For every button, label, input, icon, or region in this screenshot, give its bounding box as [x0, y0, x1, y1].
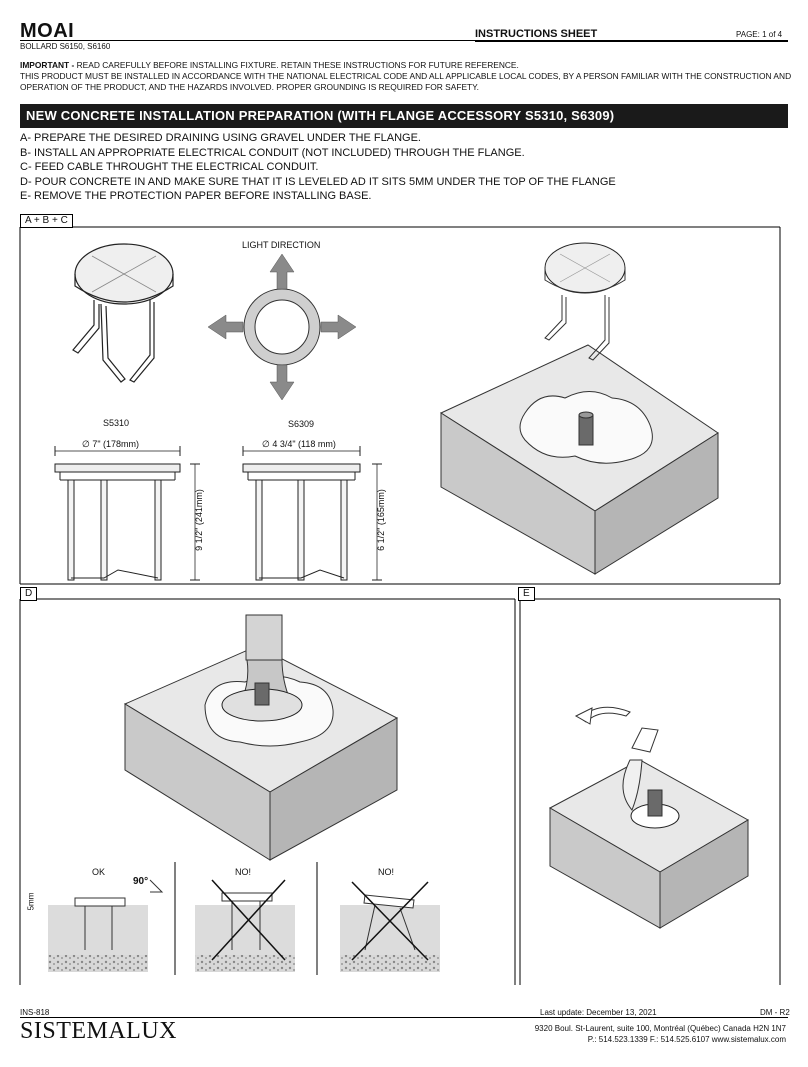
- s6309-height: 6 1/2" (165mm): [375, 489, 386, 551]
- steps-list: A- PREPARE THE DESIRED DRAINING USING GR…: [20, 131, 616, 204]
- leveling-examples: [48, 862, 440, 975]
- footer-rule: [20, 1017, 788, 1018]
- panel-label-d: D: [20, 587, 38, 601]
- s5310-diameter: ∅ 7" (178mm): [82, 439, 140, 449]
- flange-s5310-perspective: [72, 243, 174, 383]
- panel-label-abc: A + B + C: [20, 214, 73, 228]
- no-label-2: NO!: [378, 867, 395, 877]
- revision: DM - R2: [760, 1008, 790, 1017]
- panel-e: [519, 598, 781, 985]
- panel-d: [19, 598, 516, 985]
- light-direction-label: LIGHT DIRECTION: [242, 240, 321, 250]
- concrete-block-prep: [439, 242, 719, 575]
- section-bar: [20, 104, 788, 128]
- step-b: B- INSTALL AN APPROPRIATE ELECTRICAL CON…: [20, 146, 525, 159]
- flange-s6309-elevation: [242, 446, 382, 581]
- s5310-label: S5310: [103, 418, 130, 428]
- last-update: Last update: December 13, 2021: [540, 1008, 657, 1017]
- header-rule: [20, 40, 788, 41]
- angle-label: 90°: [133, 876, 149, 887]
- address-line: 9320 Boul. St-Laurent, suite 100, Montré…: [534, 1024, 786, 1033]
- s6309-diameter: ∅ 4 3/4" (118 mm): [262, 439, 336, 449]
- brand-logo: SISTEMALUX: [20, 1018, 178, 1044]
- arrow-icons: [207, 253, 357, 401]
- company-address: 9320 Boul. St-Laurent, suite 100, Montré…: [500, 1023, 786, 1045]
- product-models: BOLLARD S6150, S6160: [20, 42, 111, 51]
- step-e: E- REMOVE THE PROTECTION PAPER BEFORE IN…: [20, 190, 372, 202]
- step-c: C- FEED CABLE THROUGHT THE ELECTRICAL CO…: [20, 161, 319, 173]
- notice-label: IMPORTANT -: [20, 60, 75, 70]
- contact-line: P.: 514.523.1339 F.: 514.525.6107 www.si…: [587, 1035, 786, 1044]
- notice-line-2: THIS PRODUCT MUST BE INSTALLED IN ACCORD…: [20, 71, 792, 92]
- flange-s5310-elevation: [54, 446, 200, 581]
- page-number: PAGE: 1 of 4: [736, 30, 783, 39]
- ok-label: OK: [92, 867, 106, 877]
- depth-label: 5mm: [26, 892, 36, 911]
- step-a: A- PREPARE THE DESIRED DRAINING USING GR…: [20, 132, 421, 144]
- s5310-height: 9 1/2" (241mm): [193, 489, 204, 551]
- panel-label-e: E: [518, 587, 535, 601]
- notice-line-1: READ CAREFULLY BEFORE INSTALLING FIXTURE…: [74, 60, 519, 70]
- light-direction-diagram: [207, 253, 357, 401]
- no-label-1: NO!: [235, 867, 252, 877]
- concrete-pour-diagram: [123, 614, 399, 861]
- important-notice: IMPORTANT - READ CAREFULLY BEFORE INSTAL…: [20, 60, 795, 93]
- s6309-label: S6309: [288, 419, 315, 429]
- step-d: D- POUR CONCRETE IN AND MAKE SURE THAT I…: [20, 175, 616, 188]
- product-title: MOAI: [20, 20, 75, 42]
- section-title: NEW CONCRETE INSTALLATION PREPARATION (W…: [26, 108, 615, 123]
- sheet-title: INSTRUCTIONS SHEET: [475, 28, 598, 40]
- header-rule-bold: [475, 40, 788, 42]
- panel-abc: [19, 226, 781, 585]
- doc-code: INS-818: [20, 1008, 50, 1017]
- peel-paper-diagram: [548, 706, 750, 929]
